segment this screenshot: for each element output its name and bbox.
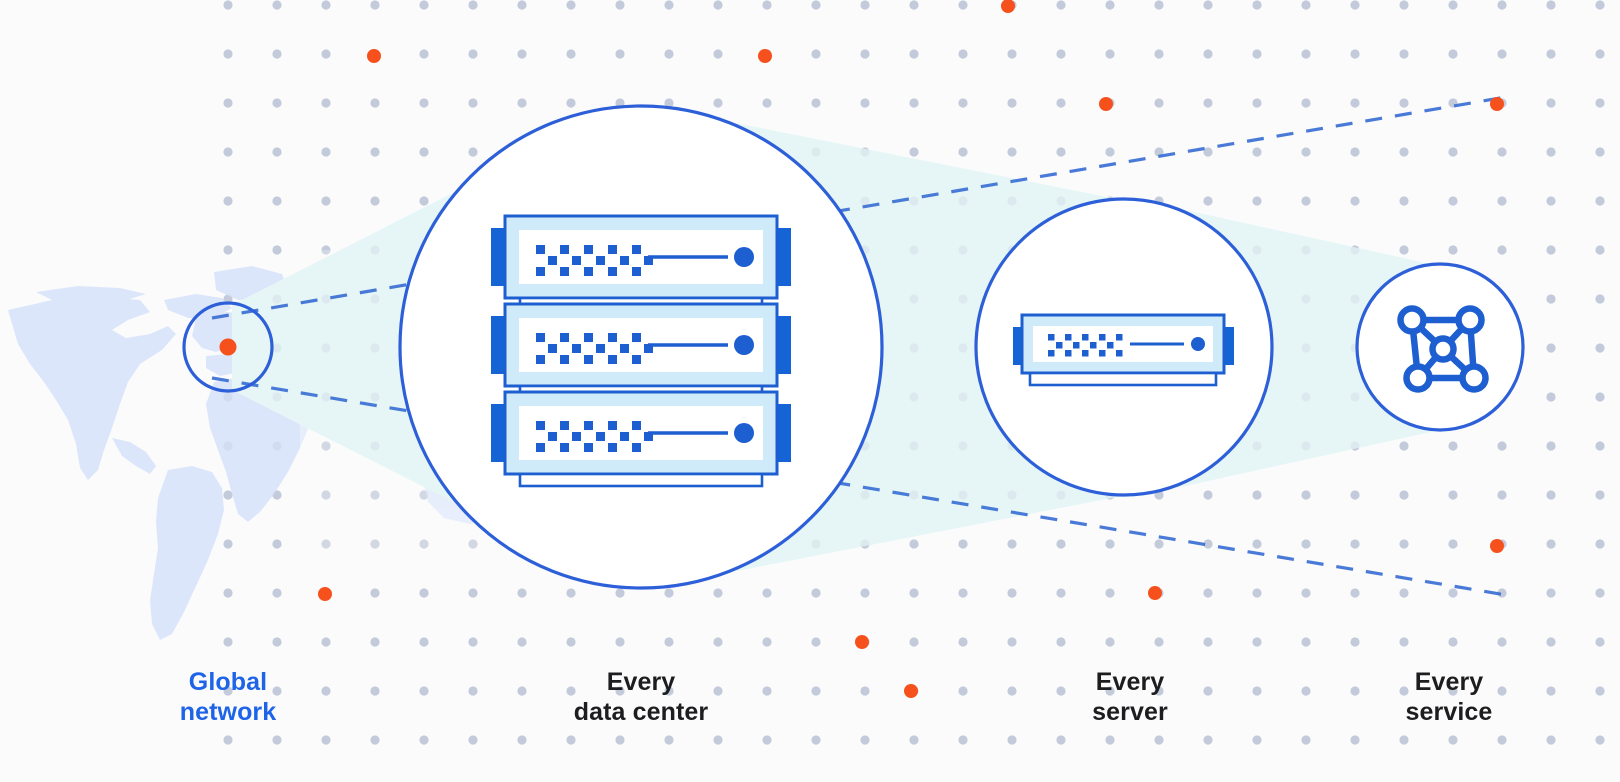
server-unit-icon [1013,313,1234,387]
stage-label-line2: data center [573,697,709,726]
orange-dot [1001,0,1015,13]
server-rack-unit-1 [491,214,791,312]
location-pin-dot [219,338,237,356]
orange-accent-dots [318,0,1504,698]
orange-dot [367,49,381,63]
server-rack-unit-2 [491,302,791,400]
stage-label-global-network[interactable]: Global network [0,668,456,727]
stage-label-line2: server [1092,697,1168,726]
network-graph-nodes [1397,305,1489,393]
stage-label-line1: Every [1095,668,1165,696]
orange-dot [1148,586,1162,600]
stage-label-server[interactable]: Every server [930,668,1330,727]
stage-label-line1: Global [188,668,268,696]
orange-dot [855,635,869,649]
orange-dot [1490,97,1504,111]
stage-label-data-center[interactable]: Every data center [441,668,841,727]
server-rack-unit-3 [491,390,791,488]
stage-label-line1: Every [1414,668,1484,696]
orange-dot [318,587,332,601]
orange-dot [904,684,918,698]
server-rack-icon [491,214,791,488]
stage-label-line1: Every [606,668,676,696]
stage-circle-global-network [182,301,274,393]
orange-dot [1099,97,1113,111]
stage-label-line2: network [179,697,277,726]
orange-dot [1490,539,1504,553]
orange-dot [758,49,772,63]
stage-label-service[interactable]: Every service [1249,668,1620,727]
stage-label-line2: service [1405,697,1493,726]
